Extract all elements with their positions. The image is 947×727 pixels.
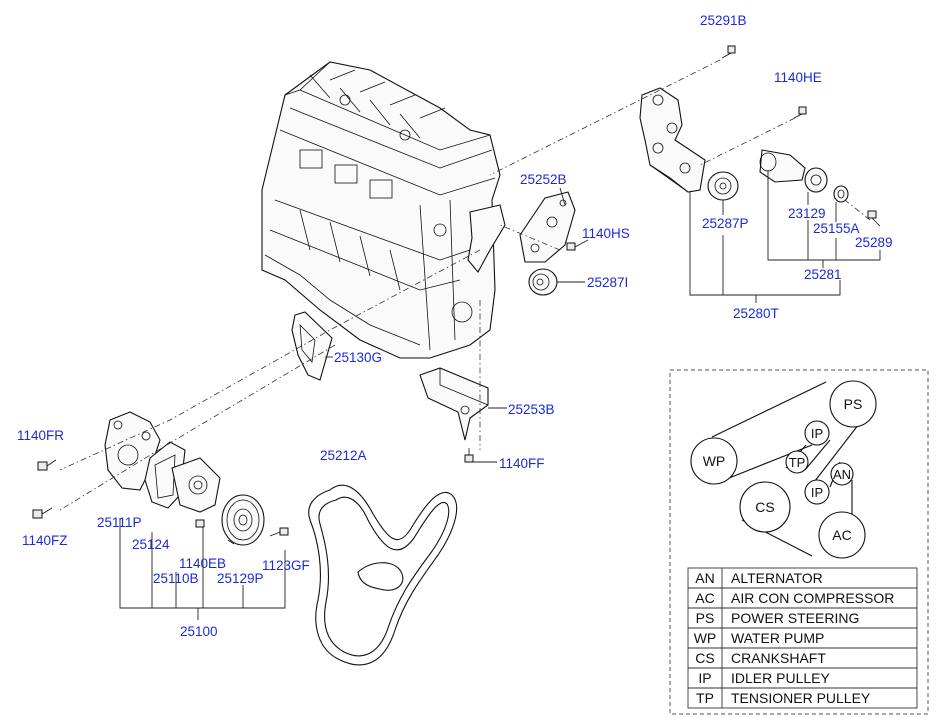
legend-name: AIR CON COMPRESSOR (731, 590, 894, 606)
part-number-labels: 25291B 1140HE 25252B 1140HS 25287P 23129… (17, 13, 893, 639)
pulley-ip-top-label: IP (811, 426, 823, 441)
part-label-1140HE[interactable]: 1140HE (774, 70, 822, 85)
part-label-25287I[interactable]: 25287I (587, 275, 628, 290)
legend-code: AN (695, 570, 714, 586)
part-label-25281[interactable]: 25281 (804, 267, 842, 282)
water-pump-assembly-illustration (104, 411, 221, 513)
part-label-25289[interactable]: 25289 (855, 235, 893, 250)
legend-code: IP (698, 670, 711, 686)
part-label-25130G[interactable]: 25130G (334, 350, 382, 365)
pulley-ps: PS (829, 380, 877, 428)
legend-name: TENSIONER PULLEY (731, 690, 871, 706)
bracket-25253B-illustration (419, 367, 489, 441)
part-label-25291B[interactable]: 25291B (700, 13, 747, 28)
pulley-an-label: AN (833, 467, 851, 482)
pump-pulley-25129P-illustration (221, 494, 265, 546)
pulley-ac-label: AC (832, 527, 851, 543)
pulley-ac: AC (818, 511, 866, 559)
idler-pulley-25287I-illustration (528, 268, 558, 296)
part-label-1140EB[interactable]: 1140EB (179, 556, 226, 571)
part-label-25212A[interactable]: 25212A (320, 448, 367, 463)
bolts-top-right-illustration (721, 45, 881, 227)
part-label-25280T[interactable]: 25280T (733, 306, 779, 321)
legend-table: AN ALTERNATOR AC AIR CON COMPRESSOR PS P… (687, 567, 918, 709)
tensioner-assembly-illustration (639, 87, 706, 193)
pulley-ip-mid: IP (804, 479, 830, 505)
legend-code: CS (695, 650, 714, 666)
alternator-bracket-illustration (467, 191, 576, 273)
center-lines (59, 59, 871, 511)
part-label-25253B[interactable]: 25253B (508, 402, 555, 417)
tensioner-damper-illustration (759, 149, 849, 203)
part-label-1140FF[interactable]: 1140FF (499, 456, 545, 471)
legend-code: TP (696, 690, 714, 706)
pulley-cs: CS (739, 481, 791, 533)
drive-belt-25212A-illustration (308, 484, 458, 666)
part-label-25124[interactable]: 25124 (132, 537, 170, 552)
pulley-cs-label: CS (755, 499, 774, 515)
pulley-tp: TP (785, 450, 809, 474)
legend-code: AC (695, 590, 714, 606)
part-label-1140HS[interactable]: 1140HS (582, 226, 630, 241)
legend-name: ALTERNATOR (731, 570, 823, 586)
pulley-ip-mid-label: IP (811, 485, 823, 500)
pulley-tp-label: TP (789, 455, 806, 470)
leader-lines (119, 170, 881, 620)
pulley-wp: WP (690, 437, 738, 485)
engine-block-illustration (261, 61, 501, 359)
part-label-25287P[interactable]: 25287P (702, 216, 749, 231)
part-label-25111P[interactable]: 25111P (97, 515, 142, 530)
bolts-pump-illustration (32, 459, 289, 537)
part-label-25252B[interactable]: 25252B (520, 172, 567, 187)
bolt-1140HS-illustration (566, 242, 576, 251)
pulley-ps-label: PS (844, 396, 863, 412)
part-label-25100[interactable]: 25100 (180, 624, 218, 639)
belt-routing-panel: PS IP WP TP AN IP CS AC (669, 369, 929, 715)
part-label-1140FR[interactable]: 1140FR (17, 428, 64, 443)
pulley-25287P-illustration (707, 171, 739, 201)
bolt-1140FF-illustration (464, 448, 474, 463)
legend-code: WP (694, 630, 717, 646)
legend-name: POWER STEERING (731, 610, 859, 626)
part-label-25155A[interactable]: 25155A (813, 221, 860, 236)
gasket-25130G-illustration (291, 311, 333, 381)
part-label-23129[interactable]: 23129 (788, 206, 826, 221)
pulley-an: AN (830, 462, 854, 486)
part-label-1140FZ[interactable]: 1140FZ (22, 533, 68, 548)
legend-name: WATER PUMP (731, 630, 824, 646)
pulley-wp-label: WP (703, 453, 726, 469)
part-label-1123GF[interactable]: 1123GF (262, 558, 310, 573)
legend-name: IDLER PULLEY (731, 670, 830, 686)
legend-code: PS (696, 610, 715, 626)
part-label-25129P[interactable]: 25129P (217, 571, 264, 586)
part-label-25110B[interactable]: 25110B (153, 571, 199, 586)
legend-name: CRANKSHAFT (731, 650, 826, 666)
pulley-ip-top: IP (804, 420, 830, 446)
